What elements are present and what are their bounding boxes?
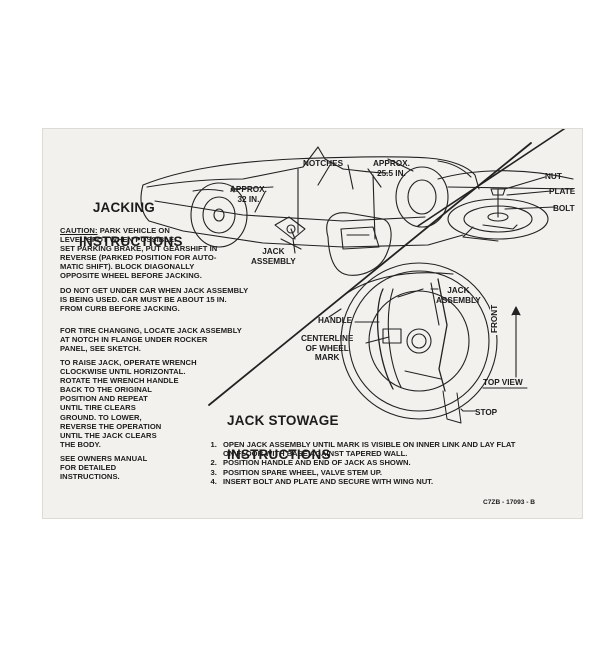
caution-paragraph: CAUTION: PARK VEHICLE ON LEVEL SPOT WHEN… — [60, 226, 280, 281]
stowage-steps: OPEN JACK ASSEMBLY UNTIL MARK IS VISIBLE… — [201, 440, 519, 486]
jacking-decal: JACKING INSTRUCTIONS CAUTION: PARK VEHIC… — [42, 128, 583, 519]
stowage-step: POSITION HANDLE AND END OF JACK AS SHOWN… — [219, 458, 519, 467]
label-approx-front: APPROX. 32 IN. — [230, 185, 267, 204]
label-jack-assembly-top: JACK ASSEMBLY — [436, 286, 481, 305]
stowage-title-line1: JACK STOWAGE — [227, 413, 339, 428]
jack-sketch — [274, 216, 306, 254]
label-jack-assembly-car: JACK ASSEMBLY — [251, 247, 296, 266]
label-front: FRONT — [490, 302, 500, 335]
stowage-step: POSITION SPARE WHEEL, VALVE STEM UP. — [219, 468, 519, 477]
caution-text: PARK VEHICLE ON LEVEL SPOT WHEN POSSIBLE… — [60, 226, 218, 281]
part-number: C7ZB - 17093 - B — [483, 499, 536, 506]
jacking-title-line1: JACKING — [92, 200, 155, 215]
label-approx-rear: APPROX. 25.5 IN. — [373, 159, 410, 178]
label-bolt: BOLT — [553, 204, 575, 213]
label-top-view: TOP VIEW — [483, 378, 523, 387]
label-centerline-mark: CENTERLINE OF WHEEL MARK — [301, 334, 354, 362]
label-notches: NOTCHES — [303, 159, 344, 168]
warning-paragraph: DO NOT GET UNDER CAR WHEN JACK ASSEMBLY … — [60, 286, 249, 314]
stowage-step: OPEN JACK ASSEMBLY UNTIL MARK IS VISIBLE… — [219, 440, 519, 458]
car-side-illustration — [140, 146, 480, 248]
stowage-title-line2: INSTRUCTIONS — [227, 447, 331, 462]
label-plate: PLATE — [549, 187, 576, 196]
label-nut: NUT — [545, 172, 562, 181]
inset-detail — [326, 212, 392, 276]
label-handle: HANDLE — [318, 316, 353, 325]
label-stop: STOP — [475, 408, 498, 417]
raise-jack-paragraph: TO RAISE JACK, OPERATE WRENCH CLOCKWISE … — [60, 358, 197, 449]
decal-illustrations — [140, 129, 574, 424]
stowage-title: JACK STOWAGE INSTRUCTIONS — [227, 395, 339, 480]
divider-line-upper — [417, 129, 566, 227]
trunk-spare-illustration — [437, 170, 574, 242]
wheel-well-top-view — [328, 262, 498, 424]
tire-change-paragraph: FOR TIRE CHANGING, LOCATE JACK ASSEMBLY … — [60, 326, 242, 354]
stowage-step: INSERT BOLT AND PLATE AND SECURE WITH WI… — [219, 477, 519, 486]
owners-manual-paragraph: SEE OWNERS MANUAL FOR DETAILED INSTRUCTI… — [60, 454, 148, 482]
caution-label: CAUTION: — [60, 226, 98, 235]
